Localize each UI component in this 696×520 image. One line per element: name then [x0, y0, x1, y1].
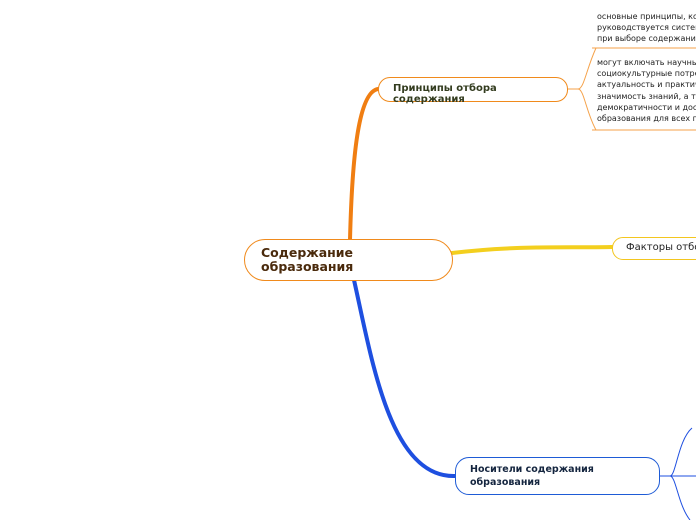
connector-root-factors — [450, 245, 614, 255]
root-topic[interactable]: Содержание образования — [244, 239, 453, 281]
topic-factors-label: Факторы отбо — [626, 242, 696, 253]
topic-carriers-label: Носители содержания образования — [470, 464, 594, 488]
topic-principles[interactable]: Принципы отбора содержания — [378, 77, 568, 105]
topic-principles-label: Принципы отбора содержания — [393, 83, 497, 105]
note-principles-1[interactable]: основные принципы, ко руководствуется си… — [597, 12, 696, 44]
topic-carriers[interactable]: Носители содержания образования — [455, 457, 660, 495]
connector-root-principles — [348, 87, 380, 242]
note-principles-2[interactable]: могут включать научны социокультурные по… — [597, 58, 696, 124]
connector-carriers-children — [660, 427, 693, 520]
connector-root-carriers — [352, 278, 457, 479]
connector-principles-notes — [568, 47, 597, 131]
root-topic-label: Содержание образования — [261, 245, 354, 274]
topic-factors[interactable]: Факторы отбо — [612, 237, 696, 260]
